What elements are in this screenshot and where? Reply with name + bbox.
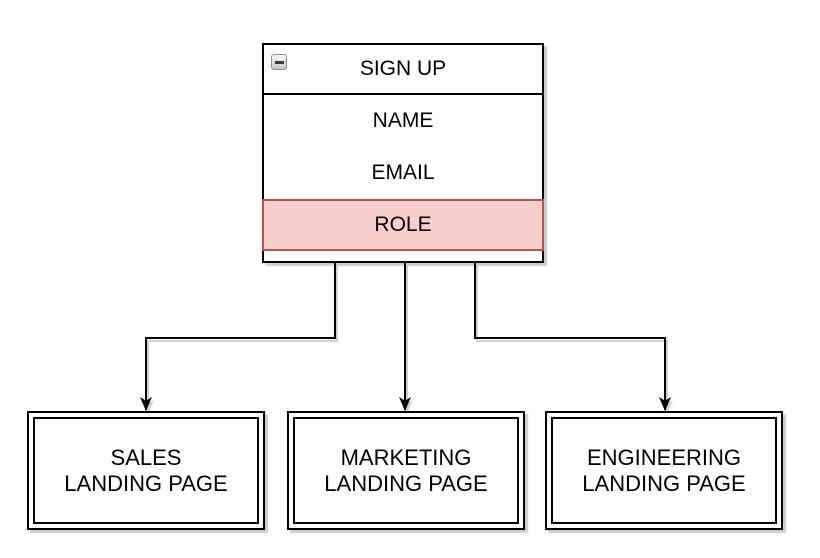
page-label-line2: LANDING PAGE: [582, 470, 746, 496]
table-title: SIGN UP: [359, 57, 447, 80]
table-row-name[interactable]: NAME: [264, 95, 542, 147]
table-row-email[interactable]: EMAIL: [264, 147, 542, 199]
sales-landing-page-inner: SALES LANDING PAGE: [33, 417, 259, 524]
connector-to-engineering-page[interactable]: [474, 263, 671, 411]
engineering-landing-page-inner: ENGINEERING LANDING PAGE: [551, 417, 777, 524]
page-label-line1: ENGINEERING: [586, 444, 742, 470]
sales-landing-page-box[interactable]: SALES LANDING PAGE: [27, 411, 265, 530]
row-label: ROLE: [374, 213, 432, 236]
table-header: SIGN UP: [264, 45, 542, 95]
sign-up-table[interactable]: SIGN UP NAME EMAIL ROLE: [262, 43, 544, 263]
marketing-landing-page-inner: MARKETING LANDING PAGE: [293, 417, 519, 524]
minus-icon: [274, 60, 284, 64]
table-footer-spacer: [264, 251, 542, 261]
row-label: EMAIL: [371, 161, 435, 184]
page-label-line1: SALES: [110, 444, 182, 470]
row-label: NAME: [372, 109, 434, 132]
table-row-role[interactable]: ROLE: [262, 199, 544, 251]
page-label-line2: LANDING PAGE: [324, 470, 488, 496]
page-label-line2: LANDING PAGE: [64, 470, 228, 496]
connector-to-sales-page[interactable]: [140, 263, 336, 411]
engineering-landing-page-box[interactable]: ENGINEERING LANDING PAGE: [545, 411, 783, 530]
collapse-toggle-button[interactable]: [271, 54, 287, 70]
marketing-landing-page-box[interactable]: MARKETING LANDING PAGE: [287, 411, 525, 530]
page-label-line1: MARKETING: [340, 444, 472, 470]
